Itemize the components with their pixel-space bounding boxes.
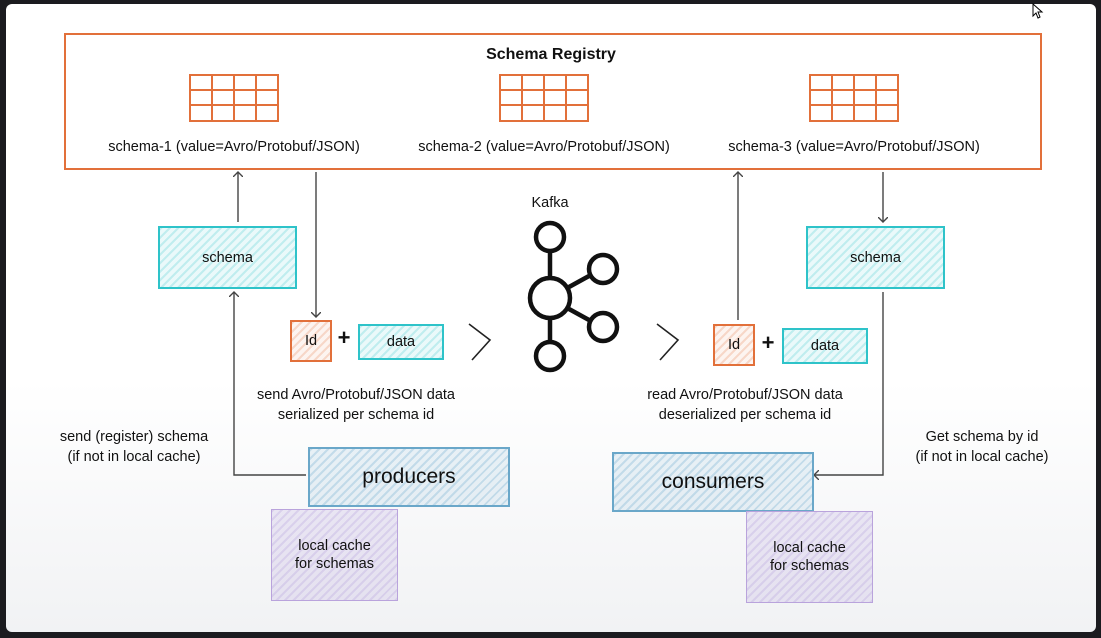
producer-cache-line2: for schemas (295, 556, 374, 572)
consumer-id-label: Id (727, 337, 741, 353)
send-data-caption-line1: send Avro/Protobuf/JSON data (256, 387, 455, 403)
consumer-plus-sign: + (761, 330, 775, 355)
get-schema-caption-line2: (if not in local cache) (915, 449, 1049, 465)
consumer-data-label: data (810, 338, 840, 354)
send-data-caption-line2: serialized per schema id (277, 407, 435, 423)
consumers-box: consumers (612, 452, 814, 512)
consumer-cache-line2: for schemas (770, 558, 849, 574)
arrow-schema-to-consumers (814, 292, 884, 475)
producer-data-label: data (386, 334, 416, 350)
schema-1-label: schema-1 (value=Avro/Protobuf/JSON) (108, 139, 360, 155)
register-schema-caption-line1: send (register) schema (59, 429, 209, 445)
producer-id-box: Id (290, 320, 332, 362)
schema-2-label: schema-2 (value=Avro/Protobuf/JSON) (418, 139, 670, 155)
read-data-caption-line1: read Avro/Protobuf/JSON data (647, 387, 843, 403)
schema-registry-border (64, 33, 1042, 170)
producer-plus-sign: + (337, 325, 351, 350)
get-schema-caption-line1: Get schema by id (925, 429, 1039, 445)
producer-schema-label: schema (202, 249, 253, 266)
mouse-cursor-icon (1032, 3, 1044, 19)
schema-table-icon-1 (189, 74, 279, 122)
chevron-right-icon (656, 323, 680, 361)
consumer-schema-label: schema (850, 249, 901, 266)
schema-table-icon-3 (809, 74, 899, 122)
producer-id-label: Id (304, 333, 318, 349)
producer-schema-box: schema (158, 226, 297, 289)
kafka-logo-icon (527, 220, 620, 373)
producer-local-cache-box: local cache for schemas (271, 509, 398, 601)
schema-registry-title: Schema Registry (486, 46, 616, 63)
producers-box: producers (308, 447, 510, 507)
chevron-right-icon (468, 323, 492, 361)
consumer-cache-line1: local cache (773, 540, 846, 556)
producer-cache-line1: local cache (298, 538, 371, 554)
consumers-label: consumers (661, 470, 765, 493)
producer-data-box: data (358, 324, 444, 360)
diagram-slide: Schema Registry schema-1 (value=Avro/Pro… (6, 4, 1096, 632)
producers-label: producers (362, 465, 456, 488)
arrow-producers-to-schema (234, 292, 306, 476)
consumer-data-box: data (782, 328, 868, 364)
schema-3-label: schema-3 (value=Avro/Protobuf/JSON) (728, 139, 980, 155)
consumer-local-cache-box: local cache for schemas (746, 511, 873, 603)
schema-table-icon-2 (499, 74, 589, 122)
register-schema-caption-line2: (if not in local cache) (67, 449, 201, 465)
kafka-label: Kafka (531, 195, 569, 211)
read-data-caption-line2: deserialized per schema id (658, 407, 832, 423)
consumer-schema-box: schema (806, 226, 945, 289)
consumer-id-box: Id (713, 324, 755, 366)
diagram-graphics (64, 33, 1042, 632)
